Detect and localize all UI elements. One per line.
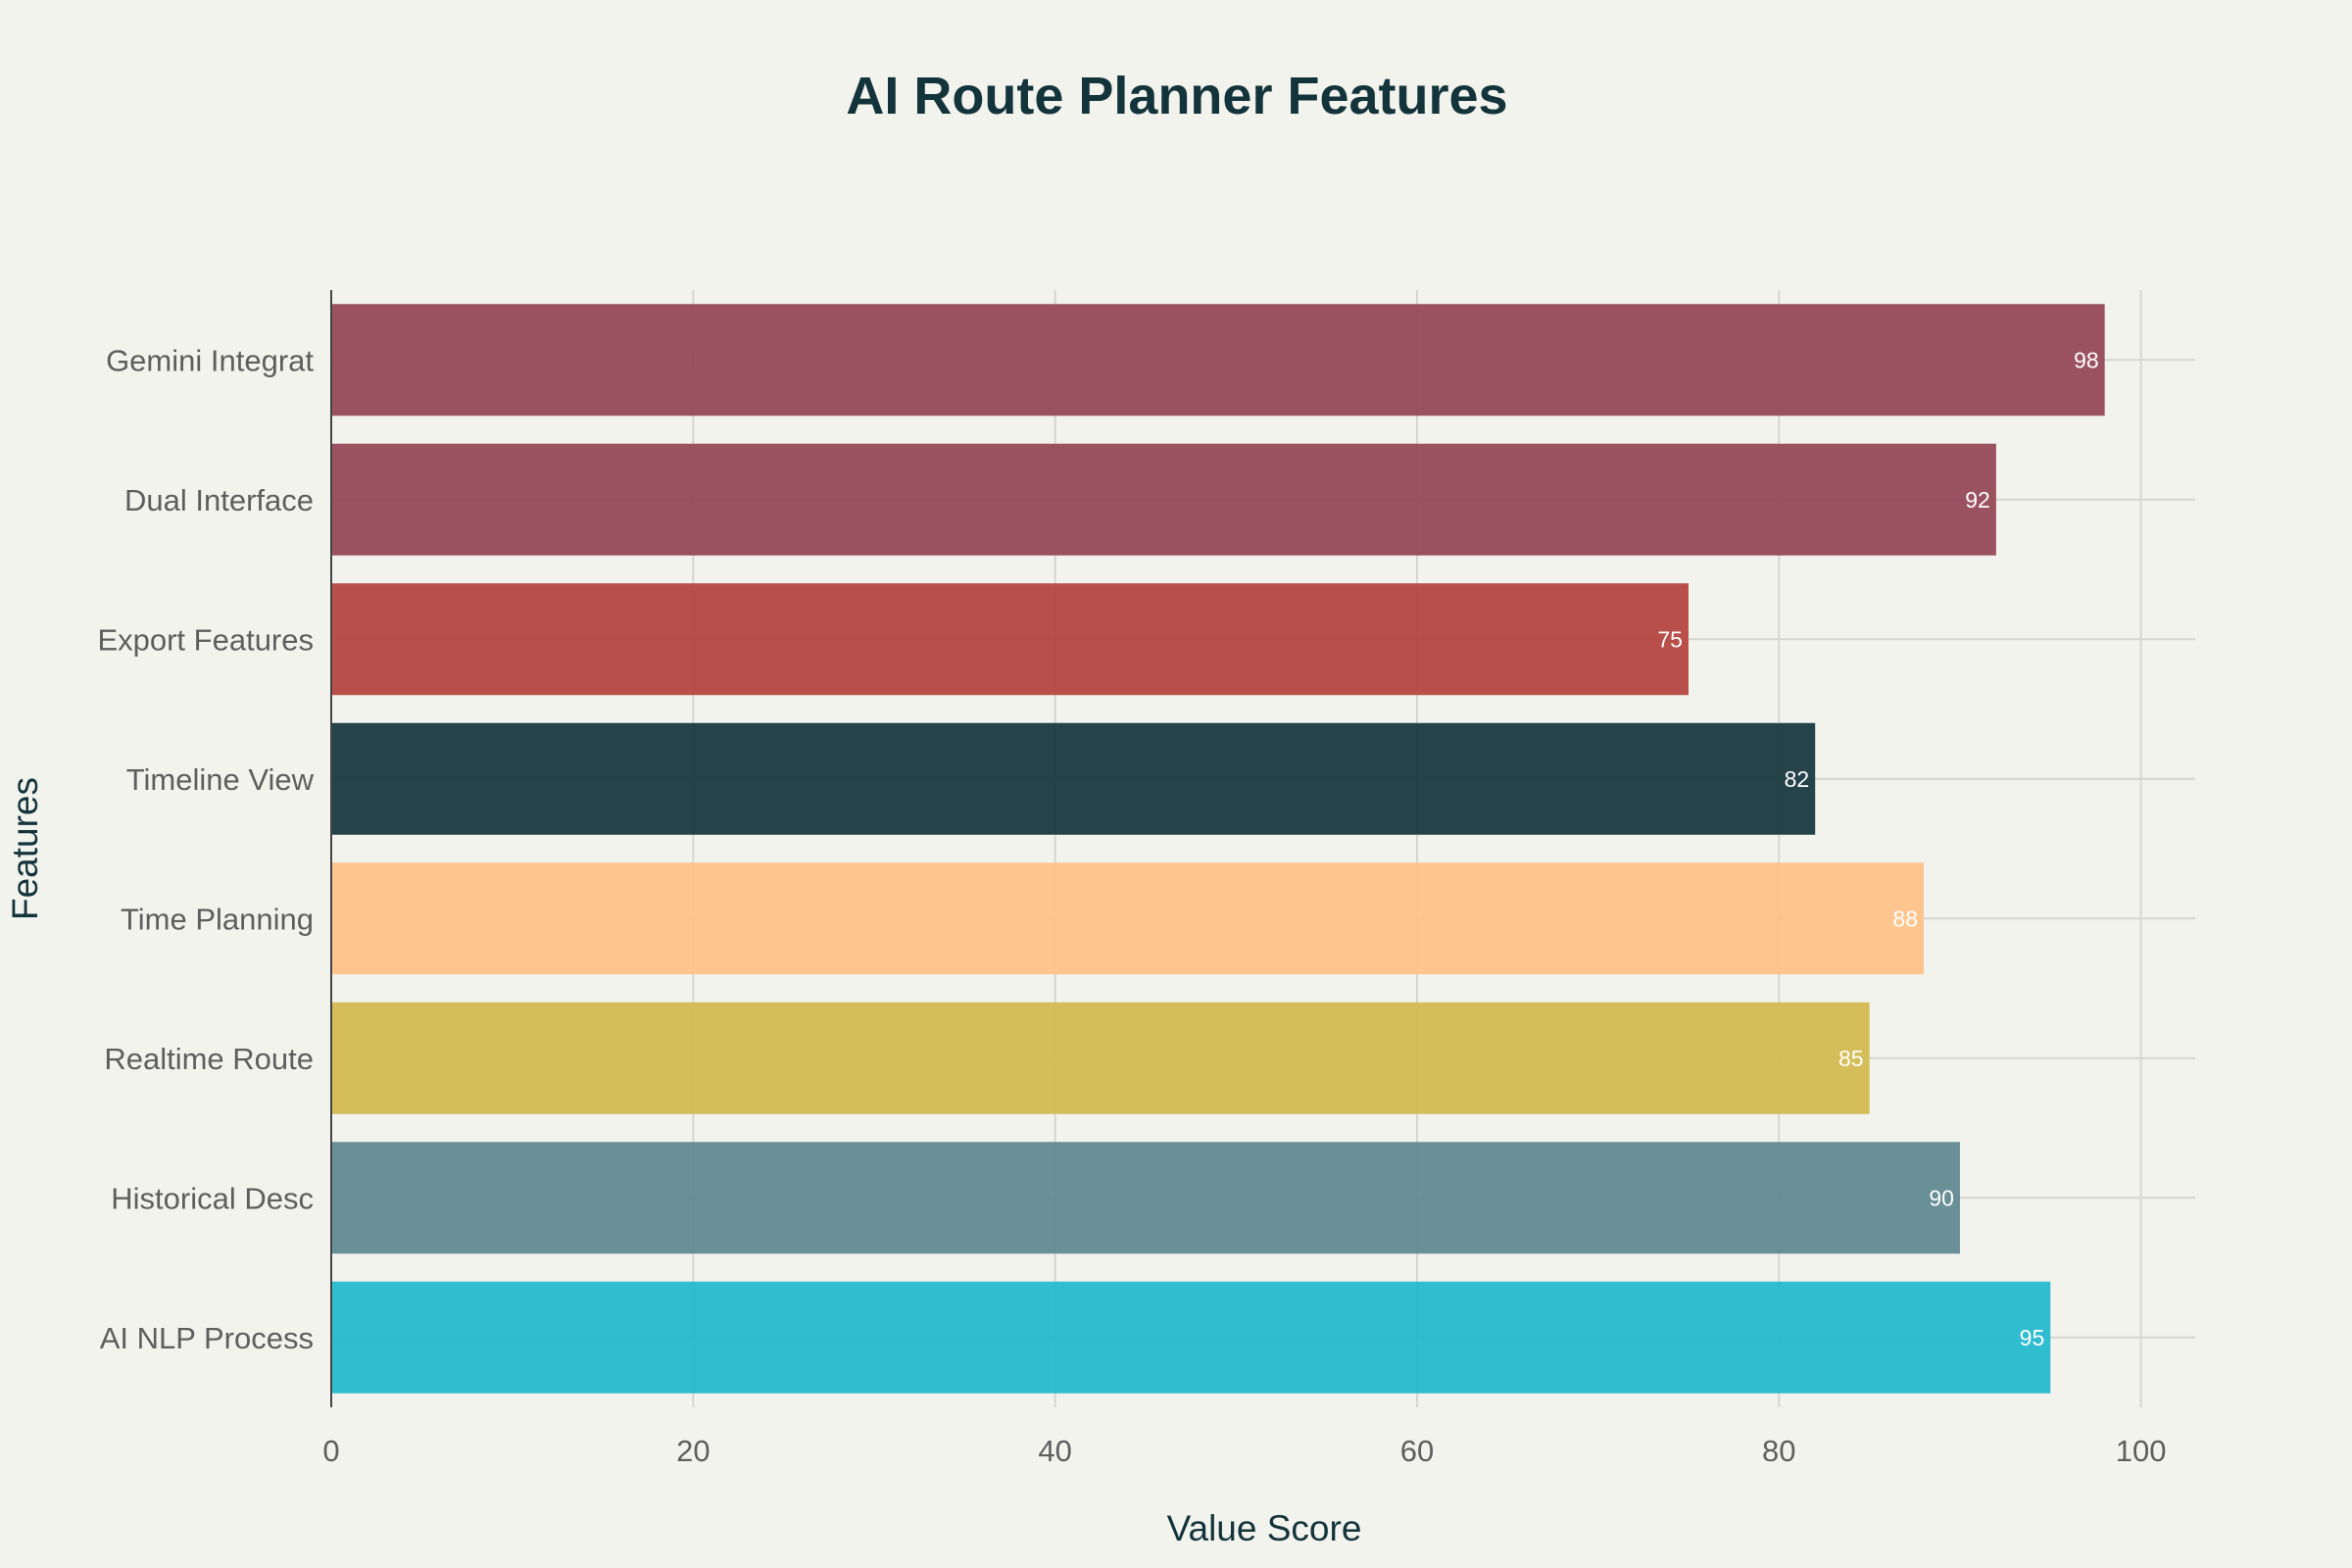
bar bbox=[331, 443, 1996, 556]
category-label: Export Features bbox=[97, 622, 314, 657]
x-tick-label: 60 bbox=[1400, 1434, 1434, 1468]
x-tick-label: 100 bbox=[2116, 1434, 2167, 1468]
data-label: 82 bbox=[1785, 766, 1810, 792]
bar bbox=[331, 304, 2105, 416]
data-label: 85 bbox=[1838, 1046, 1864, 1071]
y-axis-title: Features bbox=[5, 777, 45, 920]
category-label: Gemini Integrat bbox=[106, 343, 314, 377]
x-tick-label: 20 bbox=[676, 1434, 710, 1468]
chart-title: AI Route Planner Features bbox=[846, 67, 1507, 125]
category-labels: AI NLP Process Historical Desc Realtime Ro… bbox=[97, 343, 314, 1355]
data-label: 90 bbox=[1929, 1185, 1954, 1210]
bars bbox=[331, 304, 2105, 1394]
bar bbox=[331, 722, 1816, 835]
data-label: 75 bbox=[1657, 626, 1683, 652]
x-tick-label: 0 bbox=[322, 1434, 339, 1468]
category-label: Historical Desc bbox=[111, 1181, 314, 1215]
x-tick-label: 40 bbox=[1038, 1434, 1071, 1468]
x-tick-labels: 0 20 40 60 80 100 bbox=[322, 1434, 2166, 1468]
data-label: 92 bbox=[1965, 487, 1990, 513]
data-labels: 95 90 85 88 82 75 92 98 bbox=[1657, 347, 2098, 1350]
bar bbox=[331, 1142, 1960, 1254]
data-label: 88 bbox=[1892, 906, 1918, 931]
data-label: 98 bbox=[2074, 347, 2099, 372]
x-tick-label: 80 bbox=[1762, 1434, 1795, 1468]
bar bbox=[331, 1281, 2051, 1394]
category-label: Timeline View bbox=[126, 762, 315, 797]
x-axis-title: Value Score bbox=[1167, 1508, 1362, 1548]
bar bbox=[331, 1002, 1870, 1114]
category-label: AI NLP Process bbox=[100, 1321, 314, 1355]
category-label: Time Planning bbox=[121, 902, 314, 936]
category-label: Realtime Route bbox=[104, 1042, 314, 1076]
category-label: Dual Interface bbox=[124, 483, 314, 517]
bar bbox=[331, 862, 1925, 975]
data-label: 95 bbox=[2020, 1325, 2045, 1350]
bar bbox=[331, 583, 1689, 696]
